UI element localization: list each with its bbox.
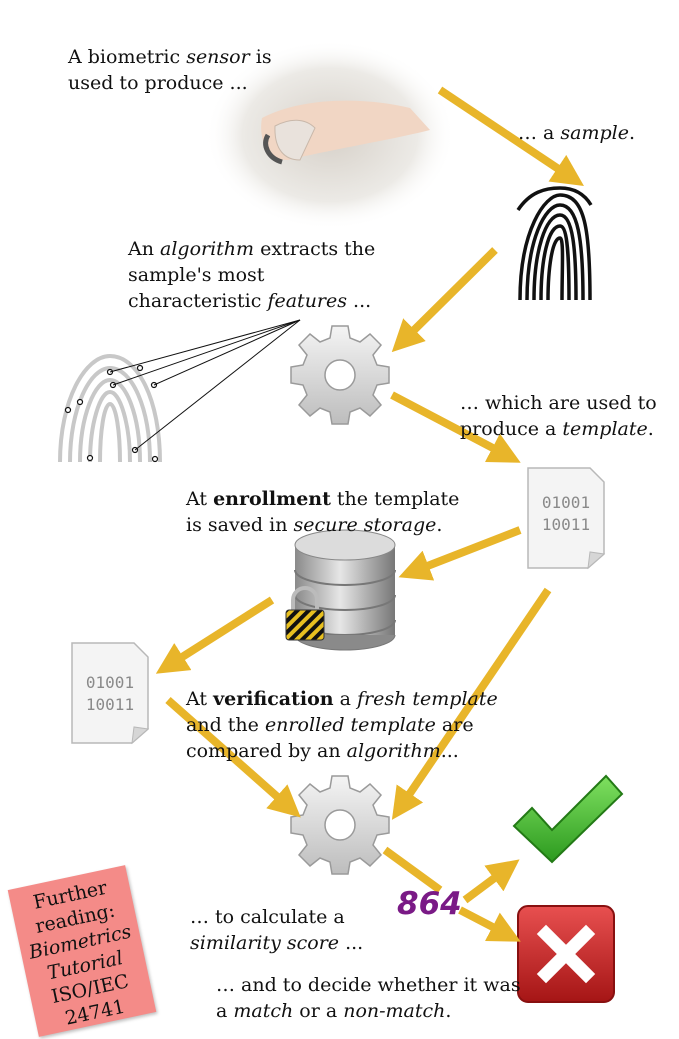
arrow-storage-to-template	[155, 596, 275, 674]
arrow-template-to-storage	[398, 526, 522, 581]
arrow-gear-to-template	[390, 391, 521, 463]
finger-on-sensor-image	[205, 40, 455, 230]
template-bits-line1: 01001	[86, 673, 134, 692]
database-lock-icon	[285, 529, 396, 651]
template-bits-line2: 10011	[542, 515, 590, 534]
arrow-fresh-template-to-gear	[165, 697, 301, 818]
fingerprint-minutiae-image	[56, 319, 301, 463]
caption-sensor: A biometric sensor is used to produce ..…	[68, 46, 272, 94]
arrow-sample-to-gear	[391, 247, 498, 353]
template-bits-line1: 01001	[542, 493, 590, 512]
arrow-gear-to-score	[382, 846, 443, 894]
gear-icon	[290, 775, 390, 875]
caption-template: … which are used to produce a template.	[460, 392, 657, 440]
template-document-icon: 01001 10011	[527, 467, 605, 569]
arrow-enrolled-template-to-gear	[391, 587, 552, 820]
checkmark-icon	[512, 774, 624, 864]
arrow-score-to-match	[462, 859, 520, 904]
arrow-sensor-to-sample	[437, 86, 584, 186]
arrow-score-to-non-match	[458, 906, 521, 942]
caption-verification: At verification a fresh template and the…	[186, 688, 498, 762]
caption-enrollment: At enrollment the template is saved in s…	[186, 488, 460, 536]
caption-score: … to calculate a similarity score ...	[190, 906, 364, 954]
template-document-icon: 01001 10011	[71, 642, 149, 744]
cross-icon	[517, 905, 615, 1003]
similarity-score-value: 864	[397, 886, 462, 922]
fingerprint-sample-image	[515, 186, 593, 301]
caption-decision: … and to decide whether it was a match o…	[216, 974, 521, 1022]
gear-icon	[290, 325, 390, 425]
caption-extract: An algorithm extracts the sample's most …	[128, 238, 376, 312]
caption-sample: … a sample.	[518, 122, 636, 144]
template-bits-line2: 10011	[86, 695, 134, 714]
